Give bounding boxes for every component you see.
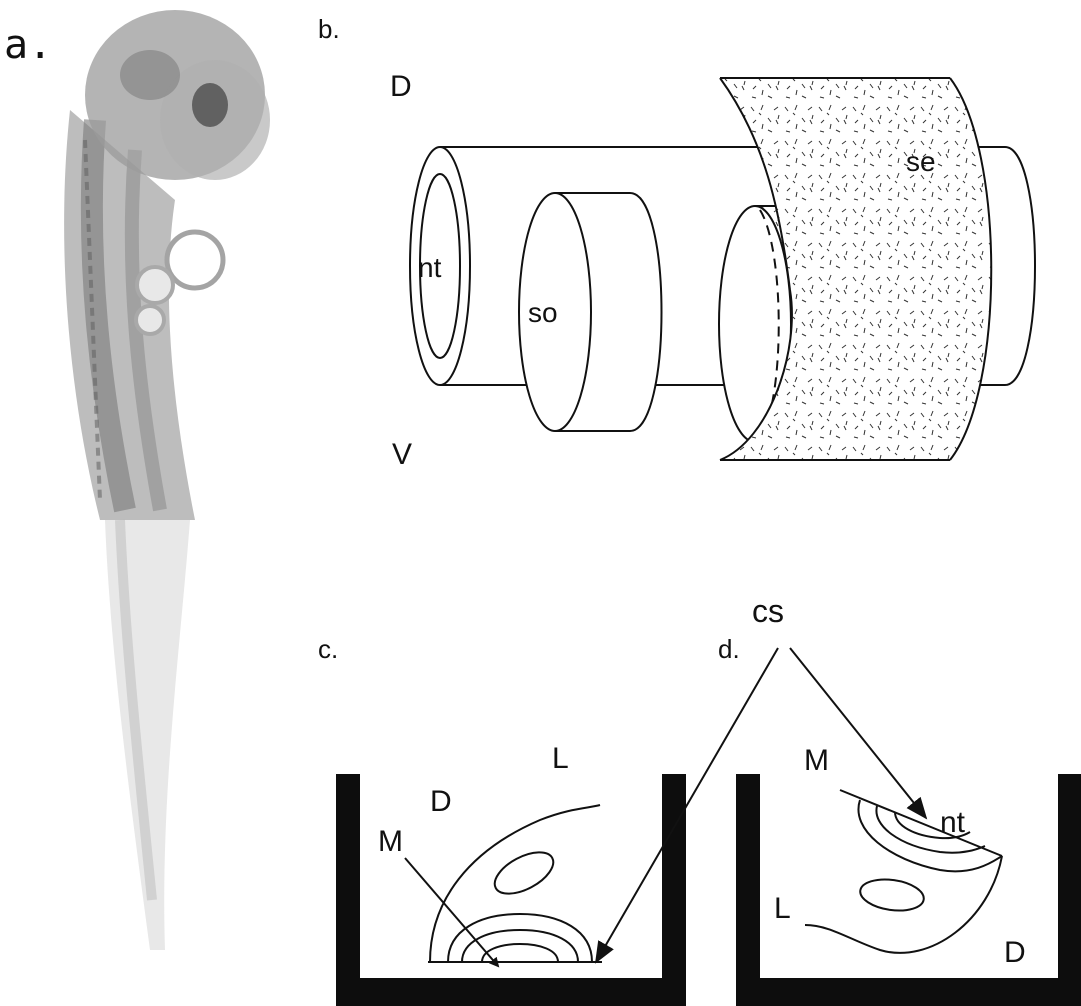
dorsal-label-d: D [1004,936,1026,969]
culture-dish-c [336,774,686,1006]
embryo-image [64,10,270,950]
cs-label: cs [752,593,784,629]
panel-b-label: b. [318,14,340,44]
panel-a-label: a. [4,22,52,68]
dorsal-label-c: D [430,785,452,818]
medial-label-d: M [804,744,829,777]
panel-a: a. [4,10,270,950]
lateral-label-c: L [552,742,569,775]
panel-d-label: d. [718,634,740,664]
panel-c: c. D L M [318,634,686,1006]
tissue-section-c [428,805,602,962]
nt-label: nt [418,252,442,283]
cs-arrow-d [790,648,926,818]
panel-d: d. M nt L D [718,634,1081,1006]
medial-arrow-c [405,858,498,966]
panel-b: b. D V [318,14,1035,471]
nt-label-d: nt [940,806,966,839]
so-label: so [528,297,558,328]
se-label: se [906,146,936,177]
lateral-label-d: L [774,892,791,925]
culture-dish-d [736,774,1081,1006]
medial-label-c: M [378,825,403,858]
dorsal-label: D [390,70,412,103]
panel-c-label: c. [318,634,338,664]
ventral-label: V [392,438,412,471]
tissue-section-d [805,790,1002,953]
